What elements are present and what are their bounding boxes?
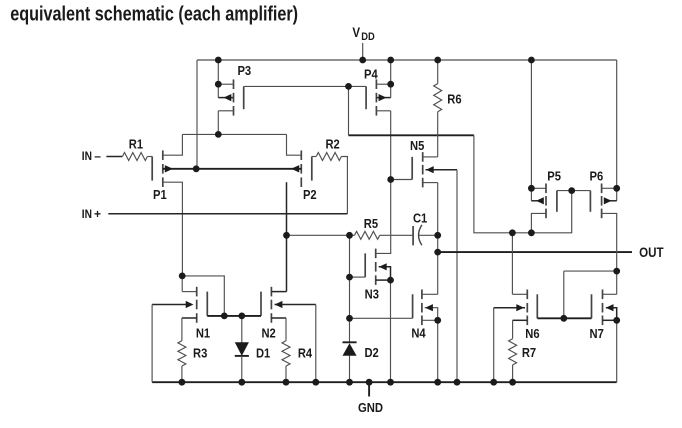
svg-text:C1: C1 [413,210,427,225]
svg-text:P4: P4 [364,66,378,81]
svg-text:N1: N1 [196,326,210,341]
svg-text:N5: N5 [410,138,424,153]
svg-text:+: + [94,207,101,221]
svg-text:R1: R1 [129,137,143,152]
svg-text:N3: N3 [365,287,379,302]
svg-text:D2: D2 [364,345,378,360]
svg-text:N2: N2 [261,326,275,341]
svg-text:IN: IN [82,149,92,163]
svg-text:GND: GND [358,400,383,415]
svg-text:D1: D1 [256,346,270,361]
svg-text:R6: R6 [447,92,461,107]
svg-text:N6: N6 [525,326,539,341]
svg-text:R4: R4 [298,346,313,361]
svg-text:R5: R5 [364,216,378,231]
svg-text:R3: R3 [193,346,207,361]
svg-text:–: – [94,149,101,163]
svg-text:R7: R7 [522,345,536,360]
svg-text:N4: N4 [411,325,426,340]
svg-text:P3: P3 [237,63,251,78]
svg-text:N7: N7 [590,326,604,341]
svg-text:P2: P2 [303,187,317,202]
svg-text:P1: P1 [153,187,167,202]
svg-text:V: V [352,25,360,40]
svg-text:P5: P5 [547,169,561,184]
svg-text:P6: P6 [590,169,604,184]
svg-text:IN: IN [82,207,92,221]
svg-text:OUT: OUT [639,245,664,260]
svg-text:DD: DD [361,31,375,43]
svg-text:R2: R2 [325,137,339,152]
svg-text:equivalent schematic (each amp: equivalent schematic (each amplifier) [10,3,298,25]
